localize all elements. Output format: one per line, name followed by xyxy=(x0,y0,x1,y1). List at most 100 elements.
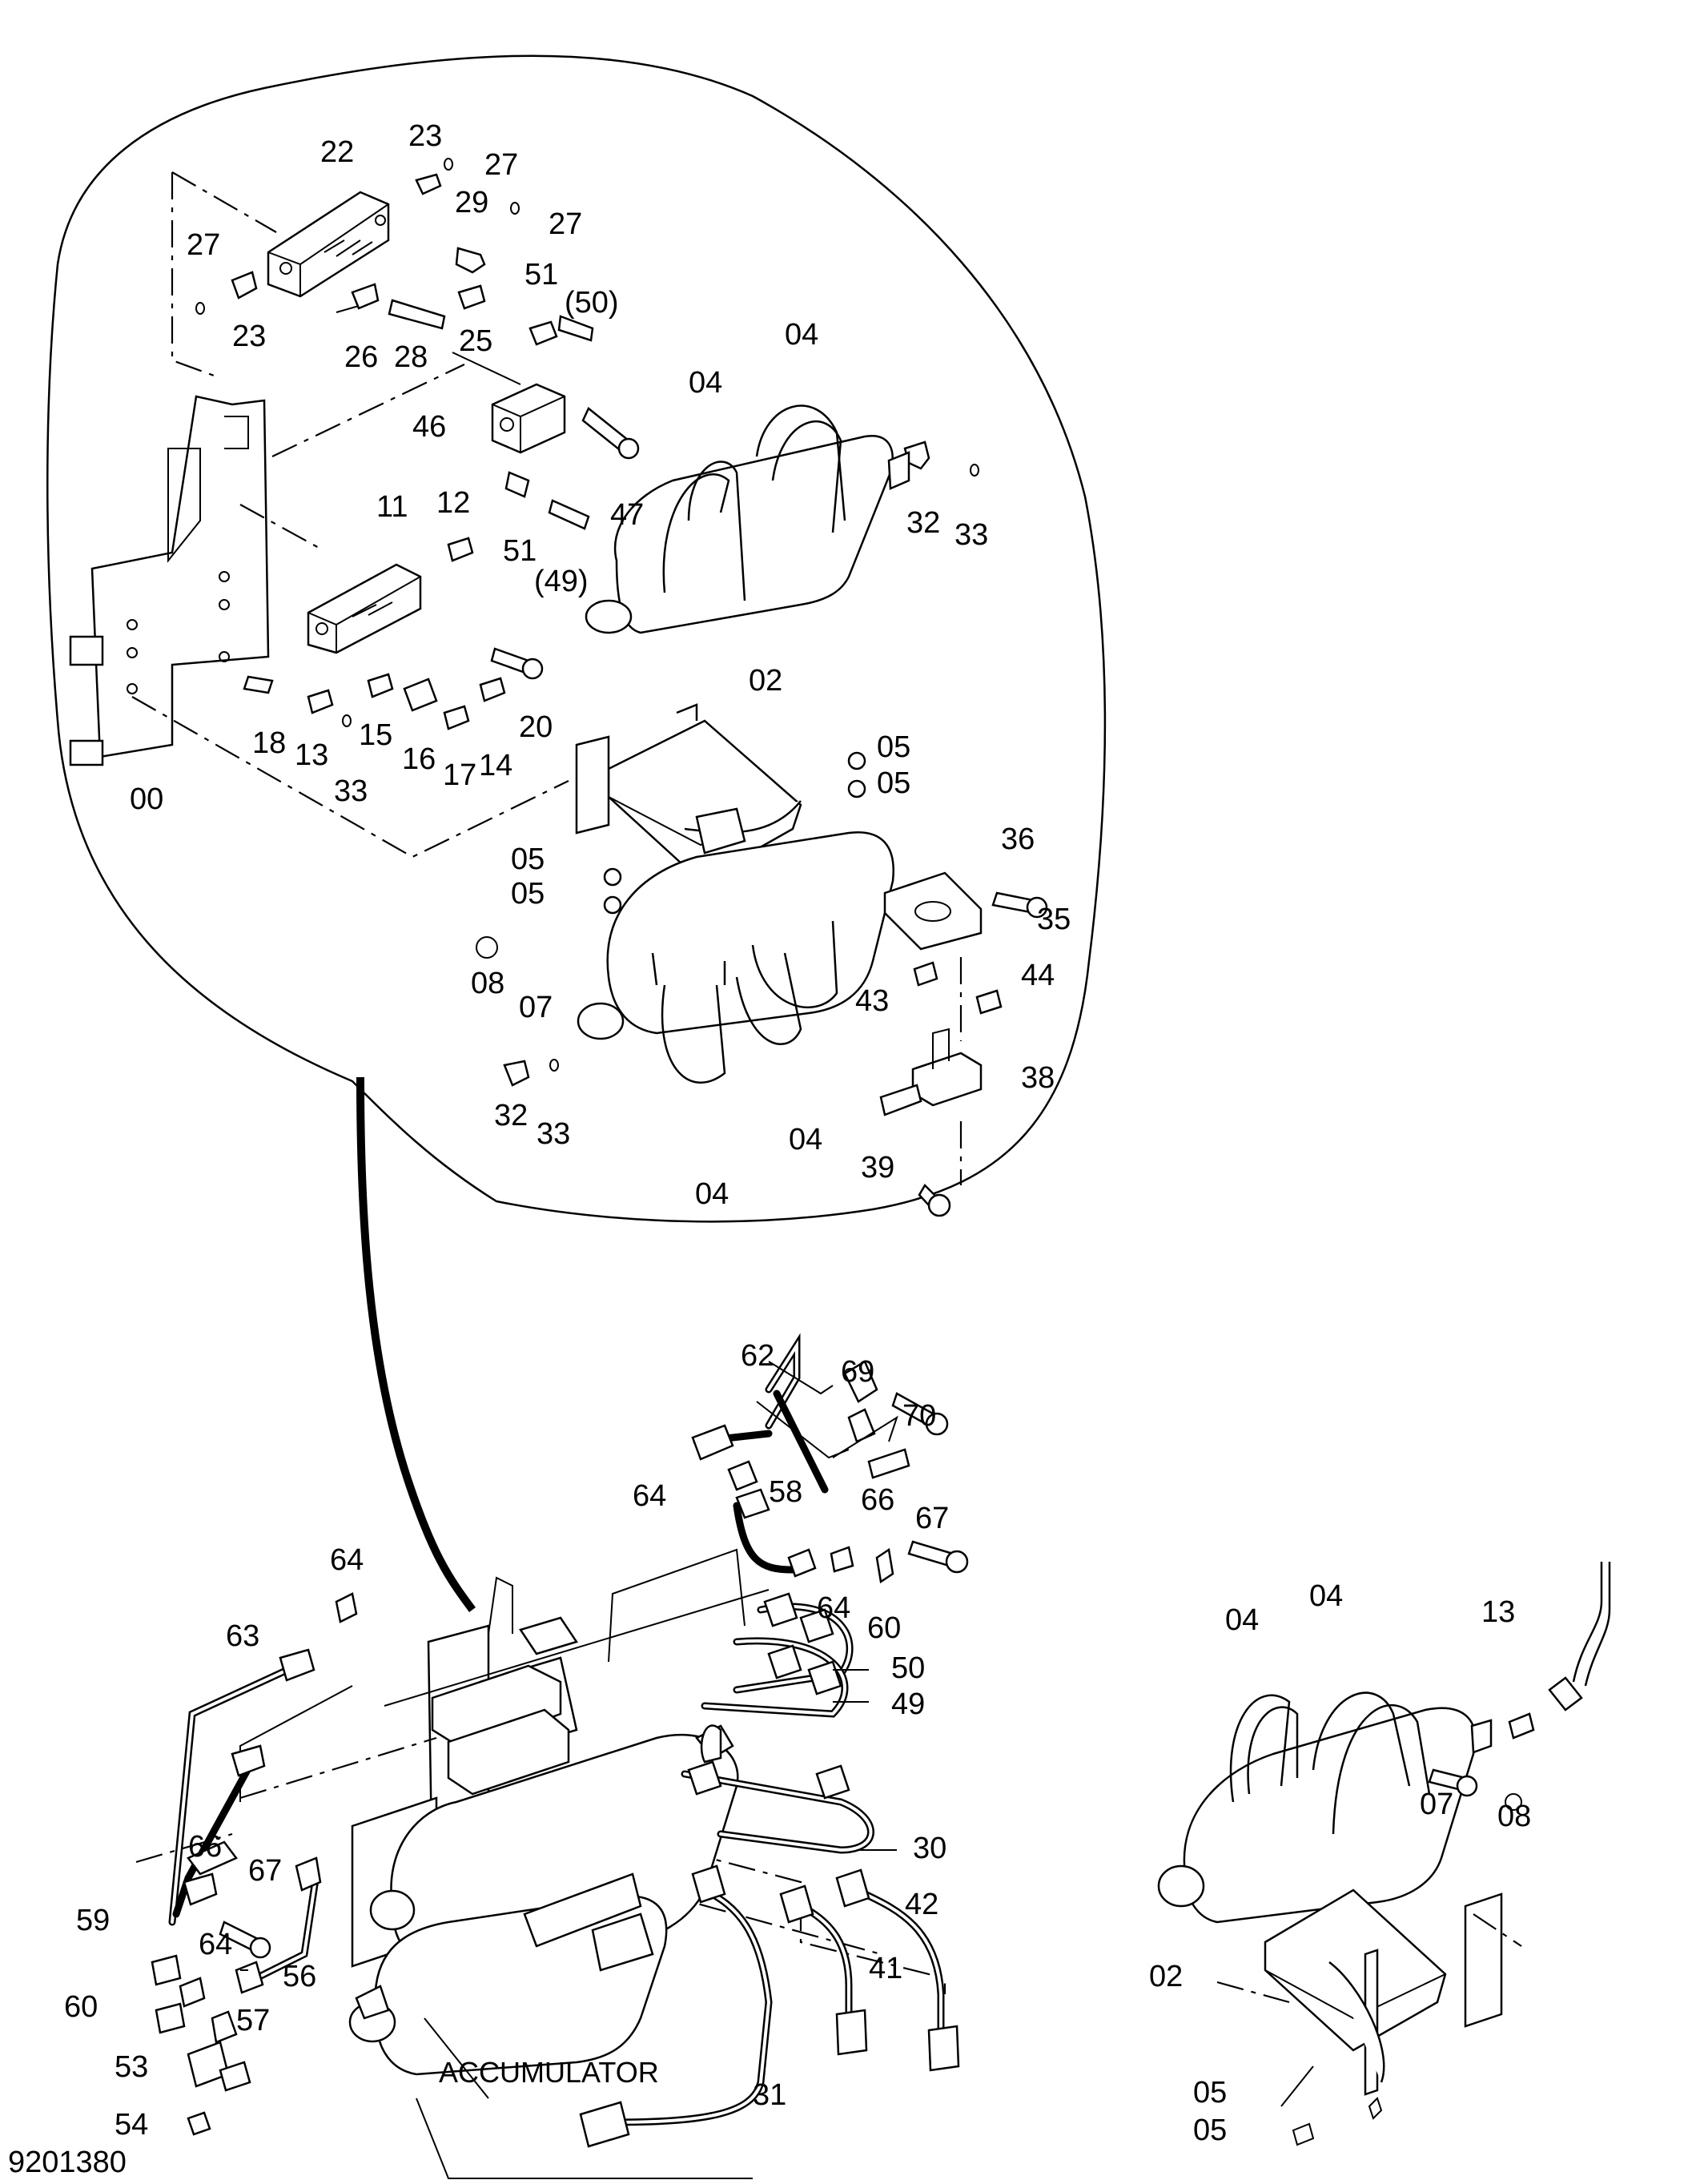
callout: 02 xyxy=(749,664,782,698)
callout: 42 xyxy=(905,1888,938,1921)
callout: 05 xyxy=(877,766,910,800)
callout: 27 xyxy=(549,207,582,241)
callout: 53 xyxy=(115,2050,148,2084)
callout: 05 xyxy=(511,877,545,911)
callout: 33 xyxy=(954,518,988,552)
callout: 36 xyxy=(1001,823,1035,856)
valve-block-22 xyxy=(267,191,390,298)
callout: 27 xyxy=(187,228,220,262)
accumulator-main-lower xyxy=(348,1895,668,2076)
inset-assembly xyxy=(1157,1562,1611,2146)
callout: 29 xyxy=(455,186,488,219)
callout: 18 xyxy=(252,726,286,760)
callout: 50 xyxy=(891,1651,925,1685)
fittings-main xyxy=(151,1360,969,2148)
callout: 00 xyxy=(130,782,163,816)
callout: 66 xyxy=(861,1483,894,1517)
callout: 04 xyxy=(1309,1579,1343,1613)
callout: 04 xyxy=(1225,1603,1259,1637)
dash-line xyxy=(171,171,277,233)
callout: 69 xyxy=(841,1355,874,1389)
accumulator-upper xyxy=(585,404,910,634)
callout: 13 xyxy=(295,738,328,772)
pressure-switch-38 xyxy=(879,957,983,1185)
dash-line xyxy=(271,364,465,457)
mounting-plate xyxy=(69,395,270,766)
detail-boundary xyxy=(46,54,1107,1223)
callouts-inset: 04 04 13 07 08 02 05 05 xyxy=(1149,1579,1531,2147)
callout: 17 xyxy=(443,758,476,792)
callout: (50) xyxy=(565,286,619,320)
callout: 23 xyxy=(232,320,266,353)
callout: 30 xyxy=(913,1832,946,1865)
leaders-main xyxy=(240,1361,898,2179)
callout: 11 xyxy=(376,490,408,524)
callout: 54 xyxy=(115,2108,148,2142)
callout: 07 xyxy=(519,991,553,1024)
callout: 64 xyxy=(633,1479,666,1513)
fittings-detail xyxy=(231,173,1048,1217)
callout: 20 xyxy=(519,710,553,744)
bracket-35 xyxy=(883,871,983,951)
callout: 16 xyxy=(402,742,436,776)
callout: 04 xyxy=(689,366,722,400)
callout: 64 xyxy=(817,1591,850,1625)
valve-cluster xyxy=(431,1616,642,1948)
callout: 44 xyxy=(1021,959,1055,992)
leader xyxy=(452,352,521,385)
callout: 25 xyxy=(459,324,492,358)
callout: 58 xyxy=(769,1475,802,1509)
accumulator-lower xyxy=(577,831,894,1084)
callout: 23 xyxy=(408,119,442,153)
callout: 31 xyxy=(753,2078,786,2112)
callout: 59 xyxy=(76,1904,110,1937)
o-rings xyxy=(195,158,979,1072)
callout: 13 xyxy=(1481,1595,1515,1629)
callout: 46 xyxy=(412,410,446,444)
dash-line xyxy=(239,504,321,549)
callout: 47 xyxy=(610,498,644,532)
callout: 05 xyxy=(877,730,910,764)
callout: 49 xyxy=(891,1687,925,1721)
callout: 39 xyxy=(861,1151,894,1185)
callout: 35 xyxy=(1037,903,1071,936)
callout: 15 xyxy=(359,718,392,752)
callout: 60 xyxy=(64,1990,98,2024)
callout: 64 xyxy=(330,1543,364,1577)
accumulator-label: ACCUMULATOR xyxy=(439,2056,659,2089)
callouts-detail: 22 23 27 27 29 27 23 26 28 25 51 (50) 04… xyxy=(130,119,1071,1211)
callout: 66 xyxy=(188,1830,222,1864)
callout: 08 xyxy=(471,967,504,1000)
callout: 41 xyxy=(869,1952,902,1985)
callout: 05 xyxy=(1193,2114,1227,2147)
callout: 56 xyxy=(283,1960,316,1993)
dash-line xyxy=(171,172,217,378)
callout: (49) xyxy=(534,565,589,598)
callout: 70 xyxy=(902,1399,936,1433)
drawing-number: 9201380 xyxy=(8,2146,127,2179)
callout: 32 xyxy=(906,506,940,540)
callout: 33 xyxy=(537,1117,570,1151)
callout: 04 xyxy=(789,1123,822,1156)
valve-block-46 xyxy=(491,383,566,454)
callout: 33 xyxy=(334,774,368,808)
callout: 07 xyxy=(1420,1788,1453,1821)
bracket-02 xyxy=(575,703,802,883)
callout: 27 xyxy=(484,148,518,182)
dash-line xyxy=(131,696,569,859)
callout: 14 xyxy=(479,749,512,782)
callout: 12 xyxy=(436,486,470,520)
callout: 57 xyxy=(236,2004,270,2037)
valve-block-11 xyxy=(307,563,422,654)
callout: 22 xyxy=(320,135,354,169)
callout: 63 xyxy=(226,1619,259,1653)
callout: 04 xyxy=(785,318,818,352)
callout: 02 xyxy=(1149,1960,1183,1993)
callout: 05 xyxy=(511,843,545,876)
callout: 51 xyxy=(503,534,537,568)
callout: 28 xyxy=(394,340,428,374)
callout: 62 xyxy=(741,1339,774,1373)
callout: 67 xyxy=(248,1854,282,1888)
callout: 08 xyxy=(1497,1800,1531,1833)
callout: 60 xyxy=(867,1611,901,1645)
